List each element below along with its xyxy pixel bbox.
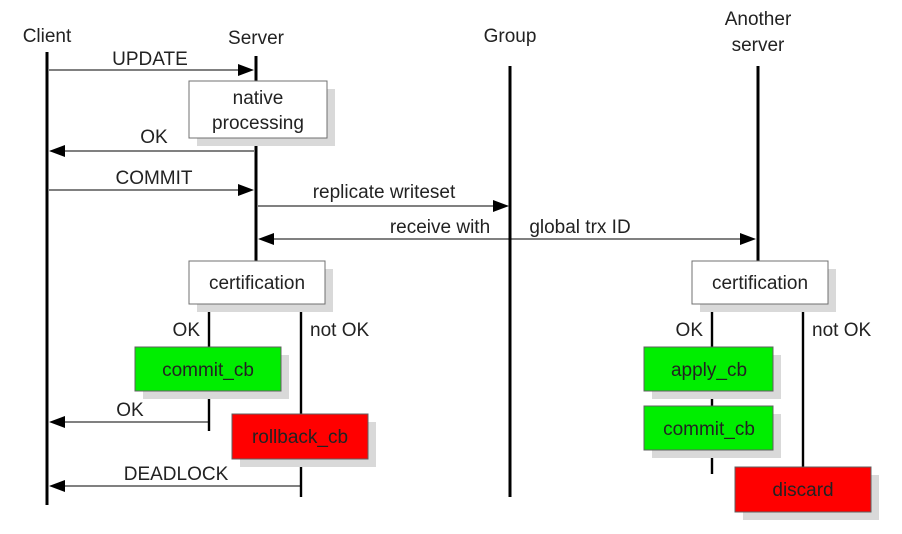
native-processing-box (188, 80, 328, 139)
commit-label: COMMIT (115, 168, 192, 189)
global-trx-label: global trx ID (529, 217, 630, 238)
another-commit-cb-box (643, 405, 774, 451)
ok-label-2: OK (116, 400, 144, 421)
another-certification-box (691, 260, 829, 305)
another-not-ok-label: not OK (812, 320, 871, 341)
server-not-ok-label: not OK (310, 320, 369, 341)
replicate-label: replicate writeset (313, 182, 456, 203)
another-certification-label: certification (712, 273, 808, 294)
native-processing-line1: native (233, 88, 284, 109)
update-label: UPDATE (112, 49, 188, 70)
server-certification-box (188, 260, 326, 305)
server-ok-label: OK (173, 320, 201, 341)
discard-label: discard (772, 480, 833, 501)
apply-cb-box (643, 346, 774, 392)
another-ok-label: OK (676, 320, 704, 341)
rollback-cb-label: rollback_cb (252, 427, 348, 448)
native-processing-line2: processing (212, 113, 304, 134)
participant-another-server-line2: server (732, 35, 785, 56)
ok-label-1: OK (140, 127, 168, 148)
server-commit-cb-box (134, 346, 282, 392)
server-commit-cb-label: commit_cb (162, 360, 254, 381)
server-certification-label: certification (209, 273, 305, 294)
participant-client: Client (23, 26, 72, 47)
rollback-cb-box (231, 413, 369, 460)
receive-label: receive with (390, 217, 490, 238)
participant-server: Server (228, 28, 285, 49)
another-commit-cb-label: commit_cb (663, 419, 755, 440)
discard-box (734, 466, 872, 513)
apply-cb-label: apply_cb (671, 360, 747, 381)
participant-group: Group (484, 26, 537, 47)
deadlock-label: DEADLOCK (124, 464, 229, 485)
participant-another-server-line1: Another (725, 9, 792, 30)
